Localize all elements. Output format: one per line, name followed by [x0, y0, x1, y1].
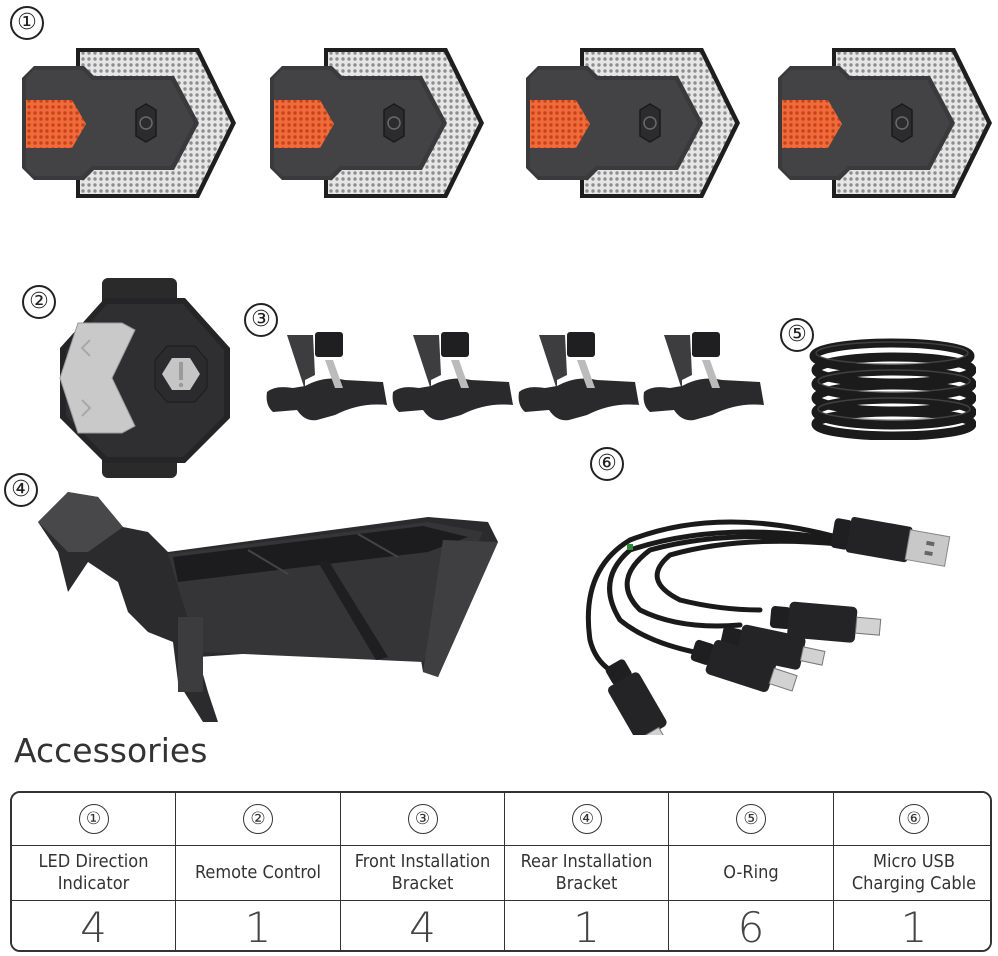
- number-3-icon: ③: [407, 804, 438, 834]
- front-installation-bracket-4: [642, 330, 767, 425]
- item-3-number-badge: ③: [244, 303, 278, 337]
- rear-installation-bracket-image: [28, 482, 508, 727]
- number-4-icon: ④: [571, 804, 602, 834]
- number-2-icon: ②: [243, 804, 273, 834]
- table-cell-number: ③: [341, 793, 505, 846]
- number-6-icon: ⑥: [899, 804, 929, 834]
- front-installation-bracket-2: [391, 330, 516, 425]
- number-1-icon: ①: [78, 804, 109, 834]
- accessories-title: Accessories: [14, 731, 208, 770]
- remote-control-image: [50, 278, 235, 478]
- table-cell-number: ⑤: [669, 793, 834, 846]
- item-2-number-badge: ②: [22, 285, 56, 319]
- led-direction-indicator-4: [770, 38, 995, 208]
- led-direction-indicator-2: [262, 38, 487, 208]
- item-5-number-badge: ⑤: [780, 318, 814, 352]
- item-6-number-badge: ⑥: [590, 447, 624, 481]
- table-cell-quantity: 4: [12, 901, 176, 950]
- table-cell-name: Micro USB Charging Cable: [834, 846, 990, 901]
- led-direction-indicator-1: [14, 38, 239, 208]
- table-cell-name: LED Direction Indicator: [12, 846, 176, 901]
- table-cell-name: Rear Installation Bracket: [505, 846, 669, 901]
- table-cell-number: ④: [505, 793, 669, 846]
- front-installation-bracket-3: [517, 330, 642, 425]
- table-cell-name: Remote Control: [176, 846, 341, 901]
- table-cell-quantity: 1: [176, 901, 341, 950]
- table-cell-quantity: 1: [505, 901, 669, 950]
- table-cell-number: ⑥: [834, 793, 990, 846]
- table-cell-number: ②: [176, 793, 341, 846]
- micro-usb-charging-cable-image: [570, 510, 955, 756]
- table-cell-number: ①: [12, 793, 176, 846]
- table-cell-name: Front Installation Bracket: [341, 846, 505, 901]
- number-5-icon: ⑤: [736, 804, 766, 834]
- indicator-reflection: [770, 206, 995, 291]
- table-cell-quantity: 4: [341, 901, 505, 950]
- item-1-number-badge: ①: [10, 6, 44, 40]
- table-cell-quantity: 6: [669, 901, 834, 950]
- accessories-table: ① ② ③ ④ ⑤ ⑥ LED Direction Indicator Remo…: [10, 791, 992, 952]
- indicator-reflection: [262, 206, 487, 291]
- indicator-reflection: [518, 206, 743, 291]
- led-direction-indicator-3: [518, 38, 743, 208]
- table-cell-name: O-Ring: [669, 846, 834, 901]
- item-4-number-badge: ④: [4, 473, 38, 507]
- o-ring-image: [808, 338, 977, 441]
- front-installation-bracket-1: [265, 330, 390, 425]
- table-cell-quantity: 1: [834, 901, 990, 950]
